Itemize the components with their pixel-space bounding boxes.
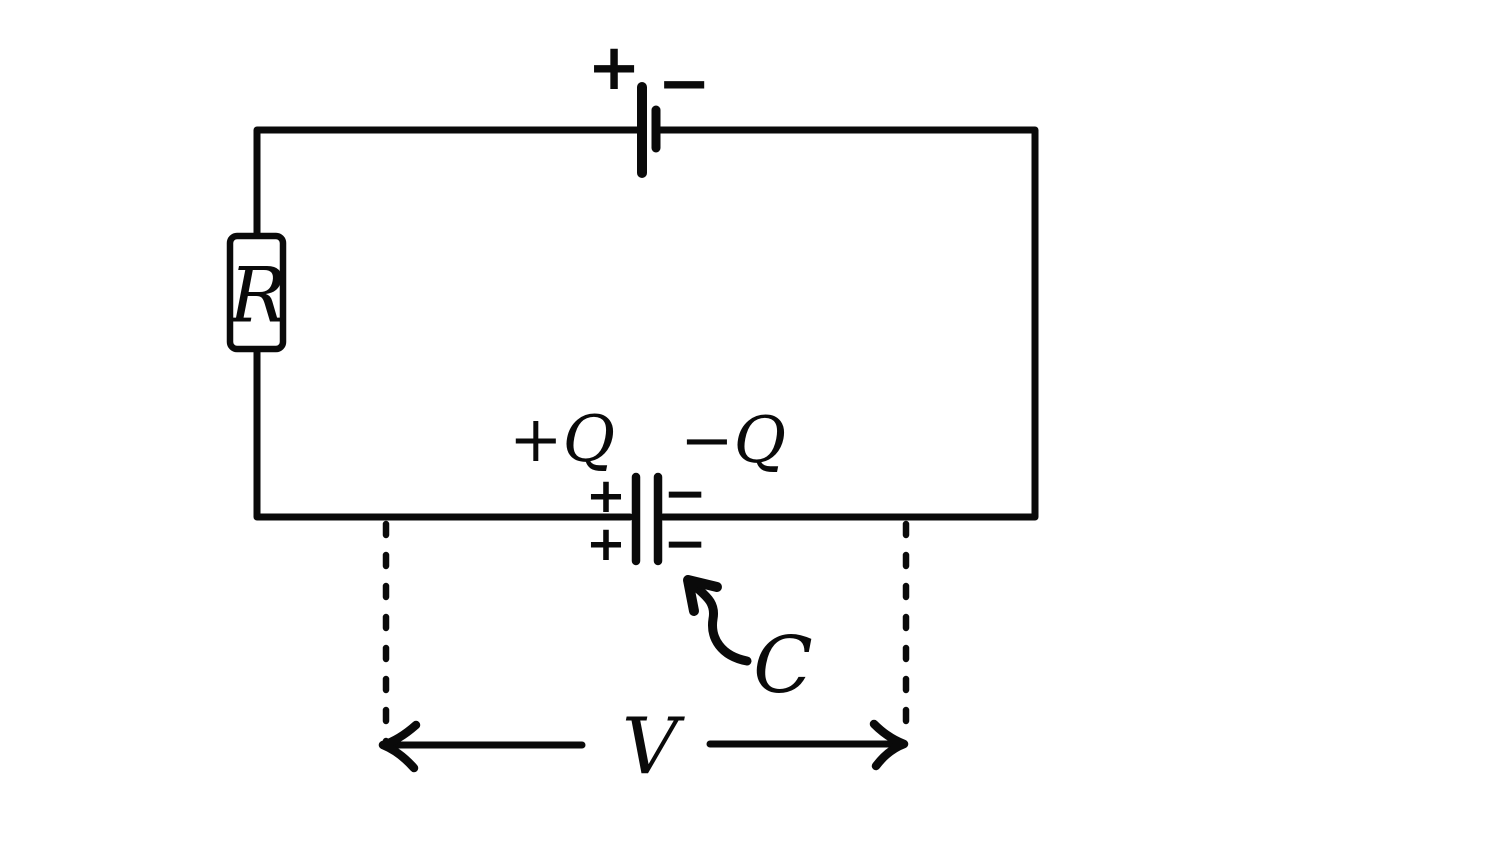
resistor-icon: R: [226, 232, 287, 353]
voltage-measure: V: [378, 702, 909, 792]
battery-positive-sign: +: [587, 31, 641, 105]
wire-top-right-and-right-side: [654, 126, 1039, 521]
capacitor-left-plate-plus-sign-lower: +: [586, 516, 626, 572]
voltage-label: V: [622, 702, 685, 792]
capacitor-pointer-arrowhead-icon: [683, 575, 722, 616]
battery-negative-sign: −: [657, 47, 711, 121]
voltage-arrowhead-left-icon: [378, 720, 421, 773]
battery-icon: + −: [587, 31, 711, 178]
voltage-arrowhead-right-icon: [869, 719, 909, 771]
capacitor-pointer-arrow-shaft: [691, 582, 752, 666]
wire-top-left: [253, 126, 642, 242]
capacitor-pointer: C: [683, 575, 813, 711]
wire-left-lower-and-bottom-left: [253, 344, 634, 521]
capacitor-label: C: [753, 621, 813, 711]
capacitor-minus-charge-label: −Q: [680, 404, 786, 478]
resistor-box: [226, 232, 287, 353]
capacitor-icon: + + − − +Q −Q: [509, 403, 786, 574]
capacitor-right-plate-minus-sign-upper: −: [663, 464, 707, 524]
resistor-label: R: [227, 251, 286, 340]
capacitor-left-plate-plus-sign-upper: +: [586, 468, 626, 524]
capacitor-plus-charge-label: +Q: [509, 403, 615, 477]
capacitor-right-plate-minus-sign-lower: −: [663, 514, 707, 574]
